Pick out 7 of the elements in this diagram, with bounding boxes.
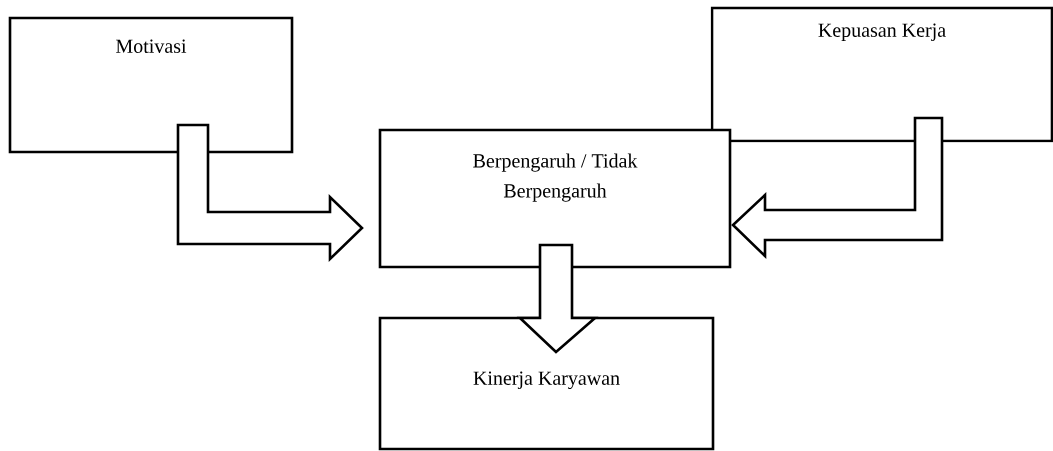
block-arrow bbox=[176, 123, 364, 263]
text-box: Kinerja Karyawan bbox=[378, 316, 715, 451]
block-arrow bbox=[516, 243, 599, 354]
block-arrow bbox=[731, 116, 944, 260]
text-box: Kepuasan Kerja bbox=[710, 6, 1053, 143]
text-box: Berpengaruh / Tidak Berpengaruh bbox=[378, 128, 732, 269]
text-box: Motivasi bbox=[8, 16, 294, 154]
